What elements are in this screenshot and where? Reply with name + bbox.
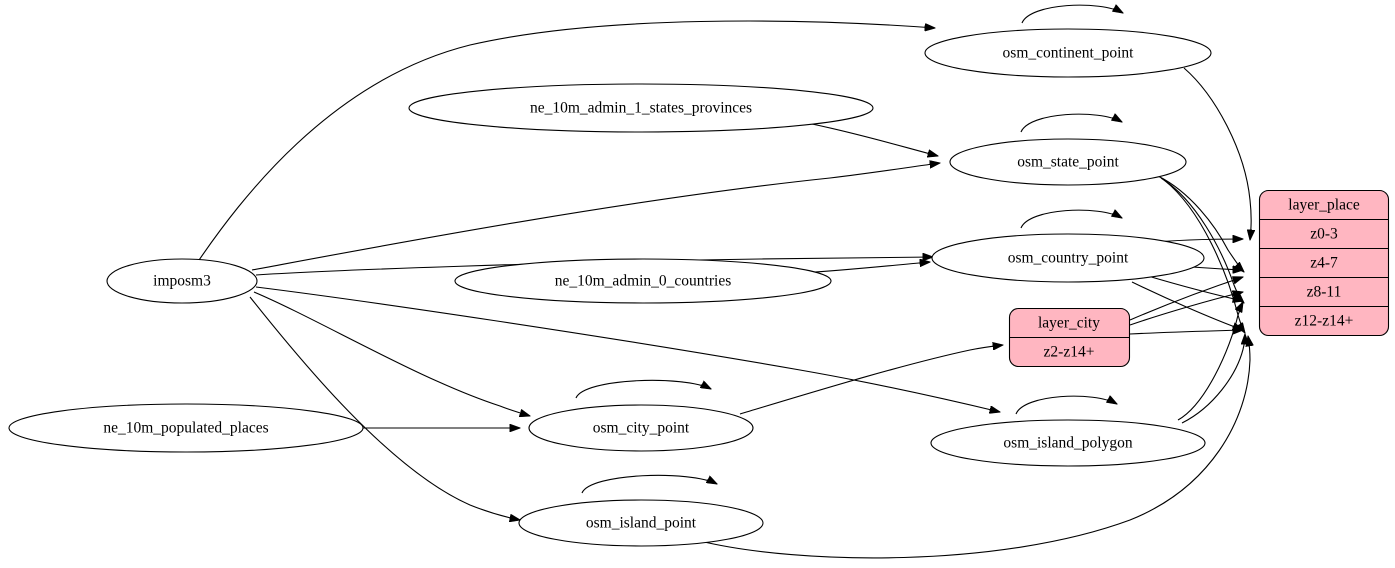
node-label-ne-10m-admin-1-states-provinces: ne_10m_admin_1_states_provinces: [530, 100, 752, 117]
edge-selfloop-osm-island-point: [581, 474, 717, 494]
edge-layer-city-to-layer-place-z12-z14: [1129, 330, 1243, 335]
record-row-layer-place-z4-7[interactable]: z4-7: [1310, 255, 1338, 272]
node-label-ne-10m-populated-places: ne_10m_populated_places: [103, 420, 268, 437]
node-osm-city-point[interactable]: osm_city_point: [528, 404, 754, 452]
edge-imposm3-to-osm-city-point: [253, 291, 530, 416]
node-label-osm-island-point: osm_island_point: [586, 515, 697, 532]
node-osm-state-point[interactable]: osm_state_point: [949, 138, 1187, 186]
node-osm-continent-point[interactable]: osm_continent_point: [924, 28, 1212, 78]
edge-osm-continent-point-to-layer-place-z0-3: [1183, 67, 1251, 240]
edge-selfloop-osm-continent-point: [1021, 5, 1123, 24]
edge-osm-island-polygon-to-layer-place-z8-11: [1177, 302, 1243, 421]
node-label-osm-country-point: osm_country_point: [1008, 250, 1129, 267]
node-osm-island-point[interactable]: osm_island_point: [518, 499, 764, 547]
record-row-layer-place-z0-3[interactable]: z0-3: [1310, 226, 1338, 243]
record-row-layer-city-z2-z14[interactable]: z2-z14+: [1044, 344, 1095, 361]
node-label-osm-state-point: osm_state_point: [1017, 154, 1119, 171]
edge-osm-country-point-to-layer-place-z12-z14: [1131, 281, 1243, 331]
edge-selfloop-osm-state-point: [1020, 114, 1122, 133]
edge-imposm3-to-osm-continent-point: [196, 20, 935, 264]
node-label-osm-island-polygon: osm_island_polygon: [1003, 435, 1132, 452]
record-layer-place[interactable]: layer_place z0-3 z4-7 z8-11 z12-z14+: [1258, 189, 1390, 337]
edge-selfloop-osm-island-polygon: [1015, 396, 1117, 415]
node-osm-island-polygon[interactable]: osm_island_polygon: [930, 419, 1206, 467]
record-row-layer-place-z8-11[interactable]: z8-11: [1307, 284, 1342, 301]
node-ne-10m-admin-1-states-provinces[interactable]: ne_10m_admin_1_states_provinces: [408, 83, 874, 133]
edge-imposm3-to-osm-island-point: [249, 296, 520, 520]
edge-osm-island-polygon-to-layer-place-z12-z14: [1181, 334, 1245, 424]
record-nodes-layer: layer_place z0-3 z4-7 z8-11 z12-z14+ lay…: [1008, 189, 1390, 368]
node-osm-country-point[interactable]: osm_country_point: [931, 233, 1205, 283]
edge-selfloop-osm-country-point: [1020, 210, 1122, 229]
node-label-ne-10m-admin-0-countries: ne_10m_admin_0_countries: [555, 273, 732, 290]
edge-osm-city-point-to-layer-city-z2-z14: [739, 345, 1003, 415]
record-title-layer-place: layer_place: [1288, 197, 1360, 214]
record-layer-city[interactable]: layer_city z2-z14+: [1008, 307, 1131, 368]
node-label-osm-city-point: osm_city_point: [593, 420, 690, 437]
node-label-osm-continent-point: osm_continent_point: [1003, 45, 1135, 62]
edge-imposm3-to-osm-island-polygon: [255, 286, 1000, 412]
record-title-layer-city: layer_city: [1038, 315, 1100, 332]
node-imposm3[interactable]: imposm3: [106, 258, 258, 304]
node-ne-10m-admin-0-countries[interactable]: ne_10m_admin_0_countries: [454, 258, 832, 304]
edge-layer-city-to-layer-place-z8-11: [1129, 292, 1243, 326]
nodes-layer: imposm3 ne_10m_admin_1_states_provinces …: [8, 28, 1212, 547]
edge-selfloop-osm-city-point: [575, 379, 711, 399]
record-row-layer-place-z12-z14[interactable]: z12-z14+: [1295, 313, 1354, 330]
edge-osm-country-point-to-layer-place-z8-11: [1147, 275, 1243, 301]
edge-osm-island-point-to-layer-place-z12-z14: [699, 336, 1250, 559]
node-label-imposm3: imposm3: [153, 273, 211, 290]
edge-imposm3-to-osm-state-point: [251, 163, 940, 271]
edge-ne-states-to-osm-state-point: [811, 123, 938, 156]
edge-layer-city-to-layer-place-z4-7: [1129, 277, 1243, 321]
node-ne-10m-populated-places[interactable]: ne_10m_populated_places: [8, 403, 364, 453]
